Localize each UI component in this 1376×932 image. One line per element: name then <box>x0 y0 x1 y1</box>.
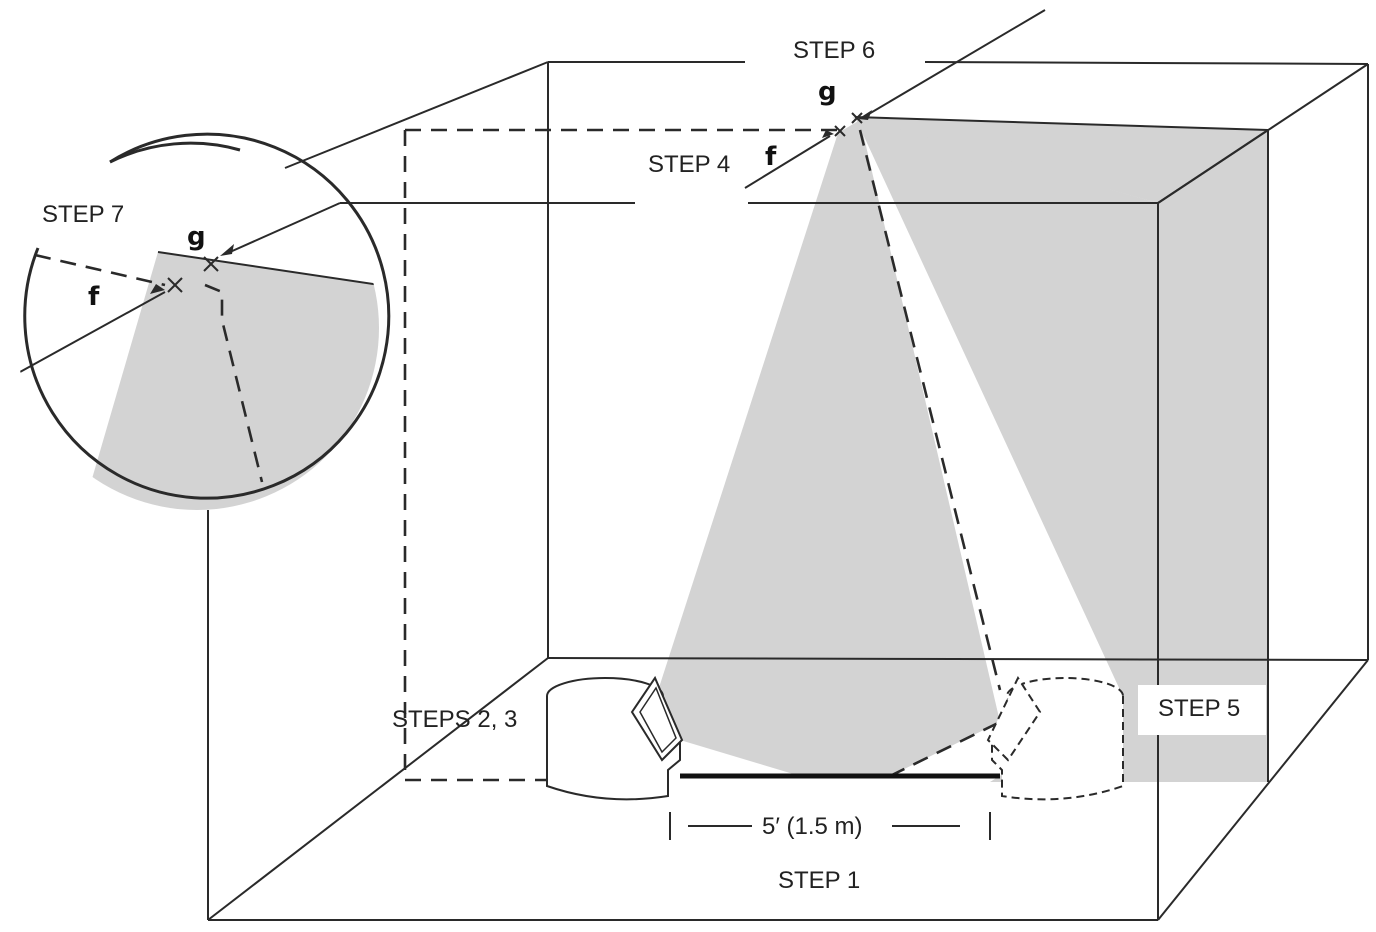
step6-pointer-line <box>861 9 1046 119</box>
room-box <box>207 61 1369 921</box>
label-steps23: STEPS 2, 3 <box>392 706 517 733</box>
label-dimension: 5′ (1.5 m) <box>762 813 863 840</box>
right-light-fixture <box>986 675 1124 801</box>
step5-label-box <box>1138 685 1266 735</box>
arrow-g-main <box>858 110 872 120</box>
label-step1: STEP 1 <box>778 867 860 894</box>
inset-magnifier <box>19 132 391 510</box>
label-step6: STEP 6 <box>793 37 875 64</box>
label-g-main: g <box>818 77 837 107</box>
label-f-main: f <box>765 142 777 172</box>
label-step7: STEP 7 <box>42 201 124 228</box>
label-step5: STEP 5 <box>1158 695 1240 722</box>
step4-pointer-line <box>744 135 831 189</box>
light-beam <box>655 120 1000 776</box>
inner-box <box>854 116 1269 782</box>
left-light-fixture <box>546 675 684 801</box>
label-f-inset: f <box>88 282 100 312</box>
label-step4: STEP 4 <box>648 151 730 178</box>
dimension-marker <box>669 812 991 840</box>
x-mark-f-main <box>834 125 846 137</box>
shaded-wall-front <box>1158 130 1268 782</box>
dashed-projection <box>403 128 1002 782</box>
arrow-f-main <box>822 130 834 138</box>
label-g-inset: g <box>187 222 206 252</box>
x-mark-g-main <box>851 112 863 124</box>
shaded-side-panel <box>855 117 1158 782</box>
